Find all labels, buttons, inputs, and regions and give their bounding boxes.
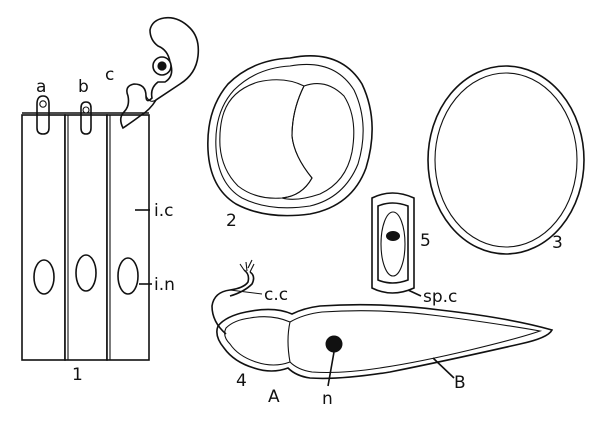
label-B: B [454, 373, 466, 393]
cyst-outer-wall [207, 55, 373, 217]
label-in: i.n [154, 275, 175, 295]
spore-cyst-outer [427, 65, 585, 255]
label-fig2: 2 [226, 211, 237, 231]
spore-case [371, 192, 415, 294]
cell-nucleus-3 [117, 257, 139, 295]
intestinal-cell-1 [21, 114, 66, 361]
label-ic: i.c [154, 201, 173, 221]
cyst-inner-wall [215, 63, 364, 209]
trophozoite-c [119, 16, 200, 130]
gregarine-cuticle [216, 303, 554, 380]
sporozoite-b [80, 101, 92, 135]
label-fig1: 1 [72, 365, 83, 385]
gregarine-nucleus [325, 335, 343, 353]
label-n: n [322, 389, 333, 409]
sporozoite-a [36, 95, 50, 135]
intestinal-cell-3 [106, 114, 150, 361]
fig1-intestinal-cells: a b c i.c i.n 1 [21, 16, 200, 385]
intestinal-cell-2 [64, 114, 108, 361]
spore-cyst-inner [434, 72, 578, 248]
gametocyte-right [281, 83, 355, 200]
gregarine-septum [287, 321, 291, 363]
label-b: b [78, 77, 89, 97]
fig5-spore: 5 sp.c [371, 192, 457, 307]
label-fig5: 5 [420, 231, 431, 251]
fig4-gregarine: c.c 4 A B n [211, 259, 554, 409]
label-A: A [268, 387, 280, 407]
label-a: a [36, 77, 46, 97]
cell-nucleus-1 [33, 259, 55, 295]
fig3-spore-mass: 3 [427, 65, 585, 255]
label-spc: sp.c [423, 287, 457, 307]
cell-nucleus-2 [75, 254, 97, 292]
spore-nucleus [386, 231, 400, 241]
label-c: c [105, 65, 114, 85]
fig2-cyst: 2 [207, 55, 373, 231]
label-fig4: 4 [236, 371, 247, 391]
spore-body [377, 202, 409, 284]
gregarine-body [224, 310, 543, 374]
label-fig3: 3 [552, 233, 563, 253]
label-cc: c.c [264, 285, 288, 305]
